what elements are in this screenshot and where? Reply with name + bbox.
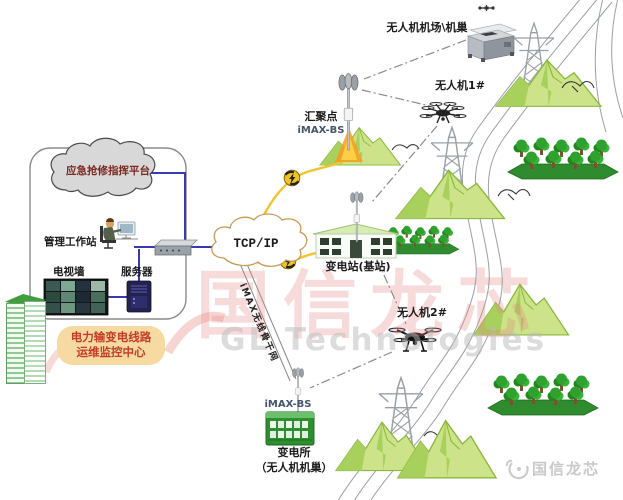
server-label: 服务器 <box>121 266 153 278</box>
server-icon <box>126 280 152 313</box>
drone1-label: 无人机1# <box>435 79 485 92</box>
building-left-face <box>6 303 24 384</box>
drone-dock-label: 无人机机场\机巢 <box>386 21 468 34</box>
substation-label: 变电所 <box>277 446 311 459</box>
platform-cloud <box>50 137 156 197</box>
video-wall-icon <box>43 278 109 316</box>
tcpip-cloud <box>211 213 308 267</box>
tcpip-label: TCP/IP <box>233 237 279 251</box>
caption-line1: 电力输变电线路 <box>70 330 152 344</box>
drone2-label: 无人机2# <box>397 306 447 319</box>
dry-branches <box>391 80 595 437</box>
switch-icon <box>154 239 198 256</box>
caption-line2: 运维监控中心 <box>76 345 146 359</box>
field-bs-label: iMAX-BS <box>264 399 312 410</box>
aggregation-bs-label: iMAX-BS <box>297 125 345 136</box>
monitoring-center-caption: 电力输变电线路 运维监控中心 <box>57 326 165 365</box>
workstation-label: 管理工作站 <box>44 236 97 248</box>
platform-label: 应急抢修指挥平台 <box>66 165 150 177</box>
substation-base-label: 变电站(基站) <box>325 260 391 273</box>
lightning-node-icon <box>283 169 301 187</box>
tv-wall-label: 电视墙 <box>53 266 85 278</box>
backbone-link <box>237 256 297 382</box>
drone2-icon <box>388 327 442 352</box>
field-cabinet-icon <box>265 411 315 446</box>
tree-clusters <box>384 138 618 416</box>
drone1-icon <box>419 102 467 124</box>
footer-logo-icon <box>505 459 529 480</box>
footer-logo-text: 国信龙芯 <box>532 460 601 478</box>
drone-dock-icon <box>466 5 518 62</box>
patrol-links <box>309 39 467 389</box>
workstation-icon <box>100 218 138 249</box>
office-building-icon <box>5 288 47 384</box>
aggregation-label: 汇聚点 <box>304 110 338 123</box>
substation-note-label: （无人机机巢） <box>255 461 333 474</box>
building-right-face <box>24 301 46 384</box>
